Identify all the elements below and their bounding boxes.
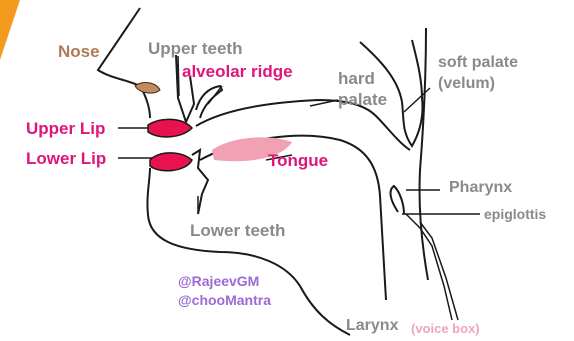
credit-line-1: @RajeevGM	[178, 274, 259, 288]
label-hard-palate-line1: hard	[338, 70, 375, 87]
label-larynx: Larynx	[346, 318, 398, 334]
label-soft-palate-line2: (velum)	[438, 76, 495, 92]
label-voice-box: (voice box)	[411, 322, 480, 335]
credit-line-2: @chooMantra	[178, 293, 271, 307]
label-soft-palate-line1: soft palate	[438, 55, 518, 71]
label-nose: Nose	[58, 43, 100, 60]
label-upper-lip: Upper Lip	[26, 120, 105, 137]
label-hard-palate-line2: palate	[338, 91, 387, 108]
label-alveolar-ridge: alveolar ridge	[182, 63, 293, 80]
label-pharynx: Pharynx	[449, 180, 512, 196]
label-lower-lip: Lower Lip	[26, 150, 106, 167]
soft-palate-pointer	[404, 88, 430, 112]
pharynx-back-wall	[419, 28, 428, 280]
label-upper-teeth: Upper teeth	[148, 40, 242, 57]
larynx-tube	[406, 214, 458, 320]
label-lower-teeth: Lower teeth	[190, 222, 285, 239]
slide-accent-triangle	[0, 0, 20, 60]
upper-teeth-pointer	[178, 56, 179, 96]
epiglottis-shape	[391, 186, 404, 214]
label-epiglottis: epiglottis	[484, 207, 546, 221]
label-tongue: Tongue	[268, 152, 328, 169]
lower-lip-shape	[150, 153, 192, 171]
nostril	[135, 83, 160, 94]
